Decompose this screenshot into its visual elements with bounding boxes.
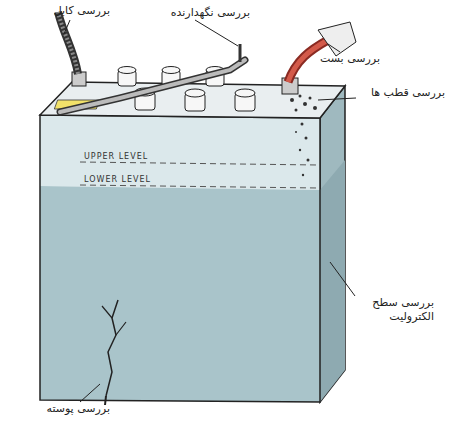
level-mark: LOWER LEVEL (84, 173, 244, 187)
electrolyte (40, 186, 320, 402)
battery-top (40, 82, 345, 118)
callout-label: بررسی کابل (20, 4, 110, 18)
battery-side (320, 86, 345, 402)
battery-front (40, 115, 320, 402)
cable-clamp (318, 22, 356, 56)
callout-label: بررسی سطح الکترولیت (352, 296, 434, 324)
level-line (80, 162, 318, 165)
electrolyte-side (320, 160, 345, 402)
crack (106, 300, 118, 396)
cable (58, 12, 78, 74)
cable (58, 12, 78, 74)
corrosion (290, 95, 317, 177)
level-mark: UPPER LEVEL (84, 150, 244, 164)
callout-label: بررسی نگهدارنده (140, 6, 250, 20)
battery-front-upper (40, 115, 320, 190)
callout-label: بررسی پوسته (20, 402, 110, 416)
crack (102, 306, 126, 335)
callout-label: بررسی قطب ها (355, 86, 445, 100)
hold-down-bar (60, 60, 245, 112)
vent-caps (118, 67, 255, 112)
leader-line (64, 20, 356, 402)
hold-down-bar (60, 60, 245, 112)
callout-label: بررسی بست (300, 52, 380, 66)
hold-down-bolt (239, 44, 242, 62)
level-line (80, 185, 318, 188)
